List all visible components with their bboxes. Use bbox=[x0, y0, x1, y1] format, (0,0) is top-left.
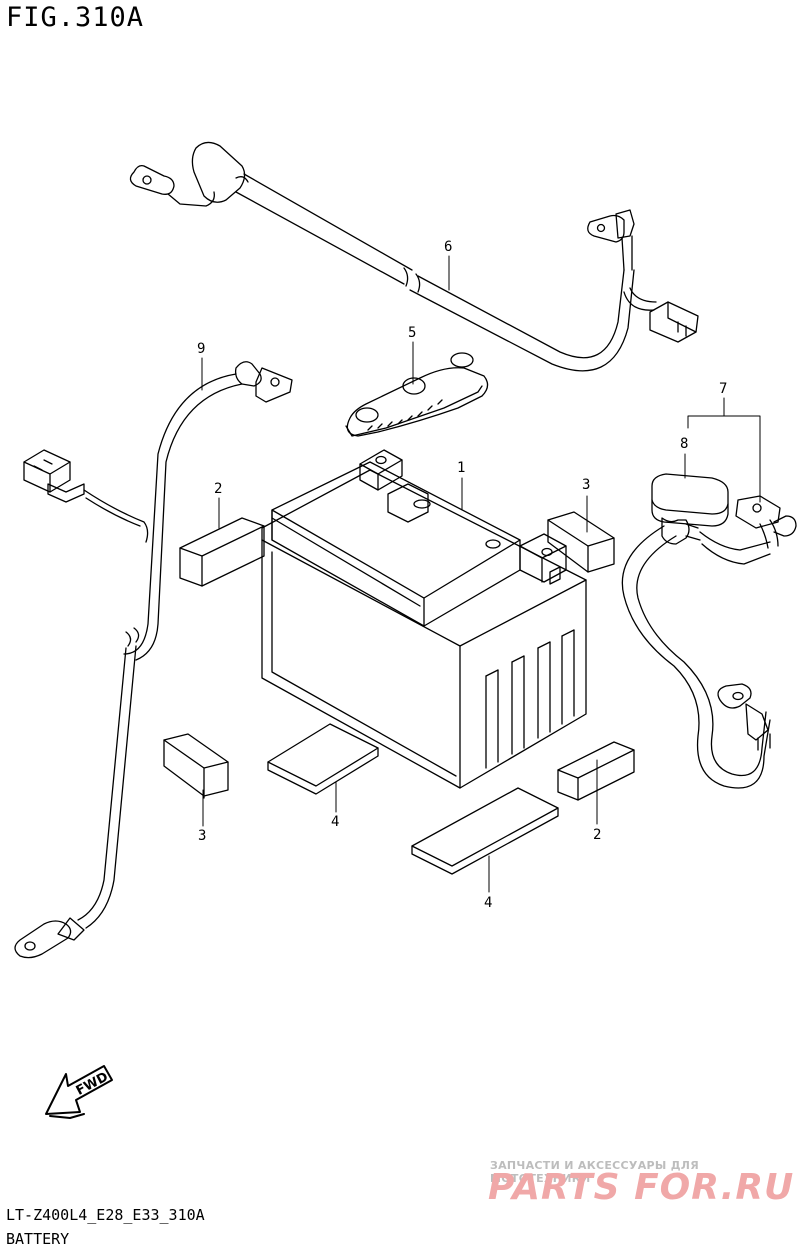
watermark-logo: PARTS FOR.RU bbox=[488, 1167, 795, 1208]
spacer-block-3b[interactable] bbox=[163, 733, 229, 799]
pad-4b[interactable] bbox=[411, 787, 559, 875]
callout-2b: 2 bbox=[593, 827, 601, 843]
callout-8: 8 bbox=[680, 436, 688, 452]
callout-labels: 1 2 2 3 3 4 4 5 6 7 8 9 bbox=[197, 239, 727, 911]
terminal-cover-5[interactable] bbox=[345, 352, 489, 437]
wire-harness-6[interactable] bbox=[129, 141, 699, 372]
callout-4b: 4 bbox=[484, 895, 492, 911]
callout-3a: 3 bbox=[582, 477, 590, 493]
cable-assembly-7[interactable] bbox=[621, 473, 797, 789]
leader-lines bbox=[201, 255, 761, 893]
callout-1: 1 bbox=[457, 460, 465, 476]
fwd-arrow-icon: FWD bbox=[45, 1065, 113, 1119]
spacer-block-2b[interactable] bbox=[557, 741, 635, 801]
pad-4a[interactable] bbox=[267, 723, 379, 795]
watermark-tagline: ЗАПЧАСТИ И АКСЕССУАРЫ ДЛЯ МОТОТЕХНИКИ bbox=[490, 1159, 700, 1185]
callout-2a: 2 bbox=[214, 481, 222, 497]
callout-3b: 3 bbox=[198, 828, 206, 844]
footer-section-name: BATTERY bbox=[6, 1230, 70, 1248]
callout-4a: 4 bbox=[331, 814, 339, 830]
battery-1[interactable] bbox=[261, 449, 587, 789]
footer-model-code: LT-Z400L4_E28_E33_310A bbox=[6, 1206, 205, 1224]
callout-5: 5 bbox=[408, 325, 416, 341]
figure-title: FIG.310A bbox=[6, 2, 145, 33]
callout-9: 9 bbox=[197, 341, 205, 357]
callout-7: 7 bbox=[719, 381, 727, 397]
spacer-block-3a[interactable] bbox=[547, 511, 615, 573]
callout-6: 6 bbox=[444, 239, 452, 255]
wire-harness-9[interactable] bbox=[14, 361, 293, 959]
fwd-label: FWD bbox=[74, 1070, 111, 1099]
spacer-block-2a[interactable] bbox=[179, 517, 265, 587]
